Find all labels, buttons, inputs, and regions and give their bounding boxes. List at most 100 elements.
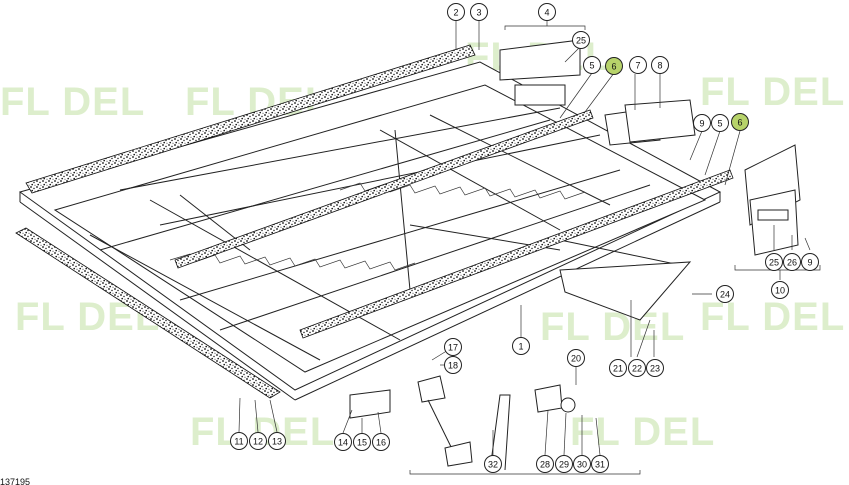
svg-text:FL DEL: FL DEL <box>570 410 715 454</box>
callout-label: 25 <box>576 36 586 46</box>
watermark: FL DEL <box>700 70 845 114</box>
callout-circle <box>609 359 627 377</box>
group-bracket <box>504 25 586 30</box>
callout-label: 9 <box>699 119 704 129</box>
svg-text:FL DEL: FL DEL <box>540 305 685 349</box>
callout-23: 23 <box>646 359 664 377</box>
bushing <box>560 397 576 413</box>
callout-circle <box>591 455 609 473</box>
bracket <box>349 389 391 419</box>
callout-25: 25 <box>765 253 783 271</box>
callout-24: 24 <box>716 285 734 303</box>
callout-25: 25 <box>572 31 590 49</box>
callout-label: 30 <box>577 460 587 470</box>
callout-circle <box>268 432 286 450</box>
svg-text:FL DEL: FL DEL <box>0 80 145 124</box>
callout-1: 1 <box>512 337 530 355</box>
callout-2: 2 <box>447 3 465 21</box>
callout-label: 4 <box>544 8 549 18</box>
callout-circle <box>538 3 556 21</box>
callout-circle <box>731 113 749 131</box>
callout-22: 22 <box>628 359 646 377</box>
callout-16: 16 <box>372 433 390 451</box>
callout-label: 2 <box>453 8 458 18</box>
callout-circle <box>651 56 669 74</box>
callout-circle <box>512 337 530 355</box>
tooth-rail <box>169 253 416 271</box>
callout-6: 6 <box>731 113 749 131</box>
callout-5: 5 <box>711 114 729 132</box>
callout-circle <box>583 56 601 74</box>
callout-label: 20 <box>571 354 581 364</box>
callout-circle <box>572 31 590 49</box>
callout-circle <box>444 338 462 356</box>
callout-18: 18 <box>444 356 462 374</box>
top-plate <box>499 39 581 81</box>
callout-11: 11 <box>230 432 248 450</box>
bolt-slot <box>757 209 789 221</box>
callout-3: 3 <box>470 3 488 21</box>
callout-26: 26 <box>783 253 801 271</box>
callout-label: 15 <box>357 438 367 448</box>
callout-label: 14 <box>338 438 348 448</box>
drawing-code: 137195 <box>0 477 30 485</box>
callout-circle <box>711 114 729 132</box>
callout-5: 5 <box>583 56 601 74</box>
callout-label: 28 <box>540 460 550 470</box>
callout-circle <box>555 455 573 473</box>
callout-circle <box>567 349 585 367</box>
callout-circle <box>573 455 591 473</box>
callout-label: 22 <box>632 364 642 374</box>
callout-circle <box>783 253 801 271</box>
callout-circle <box>693 114 711 132</box>
callout-21: 21 <box>609 359 627 377</box>
callout-circle <box>372 433 390 451</box>
callout-9: 9 <box>693 114 711 132</box>
frame-inner <box>53 84 707 373</box>
callout-circle <box>716 285 734 303</box>
callout-circle <box>628 359 646 377</box>
callout-label: 32 <box>488 460 498 470</box>
svg-text:FL DEL: FL DEL <box>700 70 845 114</box>
callout-label: 3 <box>476 8 481 18</box>
callout-circle <box>353 433 371 451</box>
callout-label: 9 <box>807 258 812 268</box>
callout-14: 14 <box>334 433 352 451</box>
callout-circle <box>334 433 352 451</box>
callout-4: 4 <box>538 3 556 21</box>
callout-20: 20 <box>567 349 585 367</box>
callout-31: 31 <box>591 455 609 473</box>
callout-circle <box>249 432 267 450</box>
callout-circle <box>470 3 488 21</box>
callout-8: 8 <box>651 56 669 74</box>
callout-circle <box>765 253 783 271</box>
callout-label: 17 <box>448 343 458 353</box>
top-plate <box>514 84 566 106</box>
callout-28: 28 <box>536 455 554 473</box>
callout-30: 30 <box>573 455 591 473</box>
callout-label: 16 <box>376 438 386 448</box>
callout-circle <box>536 455 554 473</box>
pedal-foot <box>444 441 473 467</box>
callout-circle <box>646 359 664 377</box>
callout-17: 17 <box>444 338 462 356</box>
hub-plate <box>534 384 563 413</box>
callout-32: 32 <box>484 455 502 473</box>
callout-label: 7 <box>635 61 640 71</box>
watermark: FL DEL <box>540 305 685 349</box>
callout-label: 13 <box>272 437 282 447</box>
callout-label: 5 <box>717 119 722 129</box>
callout-label: 8 <box>657 61 662 71</box>
callout-label: 29 <box>559 460 569 470</box>
callout-circle <box>447 3 465 21</box>
callout-circle <box>771 281 789 299</box>
rod <box>489 394 511 471</box>
callout-12: 12 <box>249 432 267 450</box>
floor-plate <box>559 261 692 321</box>
callout-6: 6 <box>605 57 623 75</box>
callout-7: 7 <box>629 56 647 74</box>
callout-29: 29 <box>555 455 573 473</box>
frame-assembly <box>15 25 821 475</box>
